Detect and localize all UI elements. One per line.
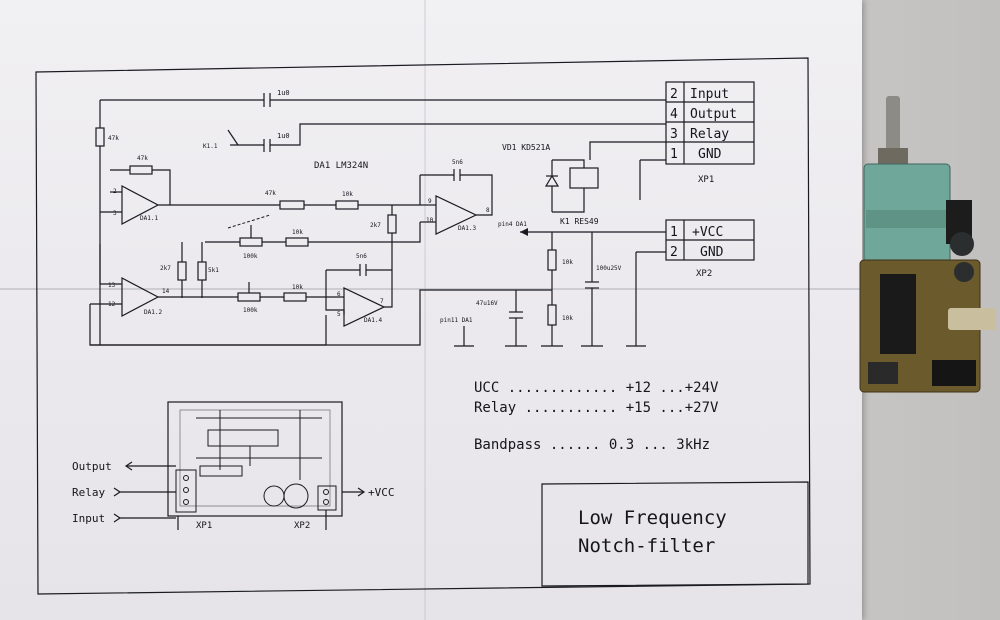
pcb-xp1: XP1 <box>196 521 212 531</box>
cap-3-label: 5n6 <box>452 159 463 166</box>
svg-text:9: 9 <box>428 198 432 205</box>
xp2-pin-num: 1 <box>670 225 678 240</box>
opamp-3-label: DA1.3 <box>458 225 476 232</box>
r-feedback-label: 47k <box>137 155 148 162</box>
drawing-frame <box>35 57 811 595</box>
schematic-drawing: 1u0 1u0 K1.1 47k 47k 2 3 DA1.1 47k 10k <box>35 57 811 595</box>
xp2-pin-num: 2 <box>670 245 678 260</box>
cap-4-label: 5n6 <box>356 253 367 260</box>
r-5k1-label: 5k1 <box>208 267 219 274</box>
pin4-label: pin4 DA1 <box>498 221 527 228</box>
svg-text:7: 7 <box>380 298 384 305</box>
xp1-connector: 2 Input 4 Output 3 Relay 1 GND XP1 <box>665 81 755 185</box>
pcb-label-output: Output <box>72 460 112 473</box>
xp1-label: XP1 <box>698 175 714 185</box>
r-10k-4-label: 10k <box>562 259 573 266</box>
pin11-label: pin11 DA1 <box>440 317 473 324</box>
ic-title: DA1 LM324N <box>314 161 368 171</box>
xp1-pin-num: 3 <box>670 127 678 142</box>
xp1-pin-name: GND <box>698 147 722 162</box>
r-10k-1-label: 10k <box>342 191 353 198</box>
header-connector <box>932 360 976 386</box>
electrolytic-cap <box>950 232 974 256</box>
relay-label: K1 RES49 <box>560 217 599 226</box>
relay-block <box>948 308 996 330</box>
pcb-label-input: Input <box>72 512 105 525</box>
pcb-label-vcc: +VCC <box>368 486 395 499</box>
r-10k-2-label: 10k <box>292 229 303 236</box>
spec-line: Relay ........... +15 ...+27V <box>474 400 719 416</box>
title-line-2: Notch-filter <box>578 535 715 557</box>
switch-label: K1.1 <box>203 143 218 150</box>
diode-label: VD1 KD521A <box>502 143 550 152</box>
specifications: UCC ............. +12 ...+24V Relay ....… <box>474 380 719 453</box>
svg-text:3: 3 <box>113 210 117 217</box>
xp1-pin-num: 2 <box>670 87 678 102</box>
opamp-1-label: DA1.1 <box>140 215 158 222</box>
schematic-sheet: 1u0 1u0 K1.1 47k 47k 2 3 DA1.1 47k 10k <box>0 0 862 620</box>
svg-text:14: 14 <box>162 288 170 295</box>
pcb-xp2: XP2 <box>294 521 310 531</box>
xp1-pin-num: 1 <box>670 147 678 162</box>
svg-text:5: 5 <box>337 311 341 318</box>
opamp-2-label: DA1.2 <box>144 309 162 316</box>
svg-text:10: 10 <box>426 217 434 224</box>
r-2k7-a-label: 2k7 <box>370 222 381 229</box>
title-line-1: Low Frequency <box>578 507 727 529</box>
potentiometer-shaft <box>886 96 900 158</box>
title-block: Low Frequency Notch-filter <box>541 481 809 587</box>
svg-text:13: 13 <box>108 282 116 289</box>
xp1-pin-name: Input <box>690 87 729 102</box>
xp2-pin-name: GND <box>700 245 724 260</box>
r-10k-5-label: 10k <box>562 315 573 322</box>
paper-fold-vertical <box>424 0 426 620</box>
cap-5-label: 100u25V <box>596 265 622 272</box>
r-2k7-b-label: 2k7 <box>160 265 171 272</box>
xp1-pin-name: Output <box>690 107 737 122</box>
ic-chip <box>880 274 916 354</box>
svg-text:8: 8 <box>486 207 490 214</box>
xp1-pin-num: 4 <box>670 107 678 122</box>
pot-2-label: 100k <box>243 307 258 314</box>
spec-line: UCC ............. +12 ...+24V <box>474 380 719 396</box>
cap-2-label: 1u0 <box>277 132 290 140</box>
opamp-4-label: DA1.4 <box>364 317 382 324</box>
paper-fold-horizontal <box>0 288 862 290</box>
spec-line: Bandpass ...... 0.3 ... 3kHz <box>474 437 710 453</box>
xp1-pin-name: Relay <box>690 127 729 142</box>
xp2-label: XP2 <box>696 269 712 279</box>
physical-filter-module <box>859 96 996 393</box>
r-47k-2-label: 47k <box>265 190 276 197</box>
cap-6-label: 47u16V <box>476 300 498 307</box>
pcb-layout: Output Relay Input +VCC XP1 XP2 <box>72 401 395 531</box>
r-10k-3-label: 10k <box>292 284 303 291</box>
r-left-label: 47k <box>108 135 119 142</box>
pcb-label-relay: Relay <box>72 486 105 499</box>
xp2-connector: 1 +VCC 2 GND XP2 <box>665 219 755 279</box>
pot-1-label: 100k <box>243 253 258 260</box>
cap-1-label: 1u0 <box>277 89 290 97</box>
xp2-pin-name: +VCC <box>692 225 723 240</box>
svg-text:6: 6 <box>337 291 341 298</box>
